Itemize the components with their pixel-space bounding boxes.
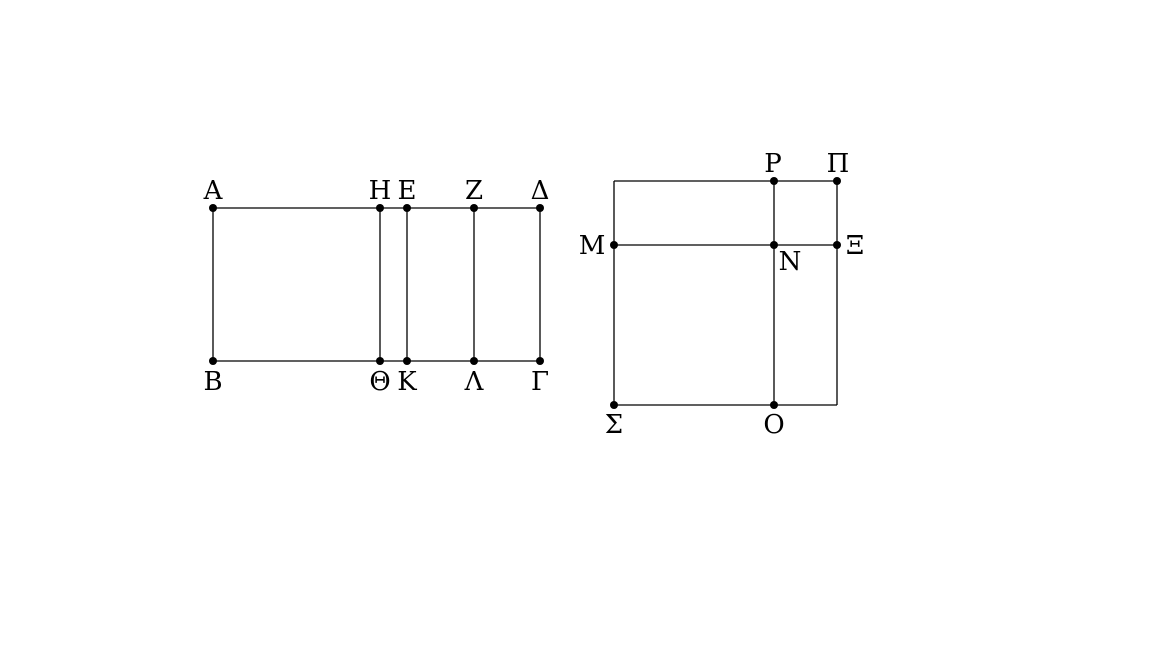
label-G: Γ	[531, 367, 549, 397]
point-G	[536, 357, 544, 365]
label-K: Κ	[397, 367, 417, 397]
label-H: Η	[369, 176, 392, 206]
label-L: Λ	[464, 367, 485, 397]
point-O	[770, 401, 778, 409]
point-S	[610, 401, 618, 409]
label-E: Ε	[398, 176, 417, 206]
point-X	[833, 241, 841, 249]
point-M	[610, 241, 618, 249]
point-B	[209, 357, 217, 365]
label-P: Π	[827, 149, 850, 179]
right-figure: Ρ Π Μ Ν Ξ Σ Ο	[579, 149, 864, 440]
point-D	[536, 204, 544, 212]
point-K	[403, 357, 411, 365]
point-N	[770, 241, 778, 249]
point-L	[470, 357, 478, 365]
label-N: Ν	[779, 247, 802, 277]
point-Th	[376, 357, 384, 365]
point-R	[770, 177, 778, 185]
point-A	[209, 204, 217, 212]
point-Z	[470, 204, 478, 212]
point-H	[376, 204, 384, 212]
left-figure: Α Η Ε Ζ Δ Β Θ Κ Λ Γ	[203, 176, 550, 397]
label-D: Δ	[531, 176, 550, 206]
label-S: Σ	[605, 410, 623, 440]
label-R: Ρ	[764, 149, 782, 179]
point-E	[403, 204, 411, 212]
label-Th: Θ	[369, 367, 390, 397]
label-A: Α	[203, 176, 224, 206]
point-P	[833, 177, 841, 185]
label-X: Ξ	[846, 231, 864, 261]
label-B: Β	[203, 367, 222, 397]
label-O: Ο	[763, 410, 784, 440]
label-M: Μ	[579, 231, 606, 261]
label-Z: Ζ	[465, 176, 483, 206]
